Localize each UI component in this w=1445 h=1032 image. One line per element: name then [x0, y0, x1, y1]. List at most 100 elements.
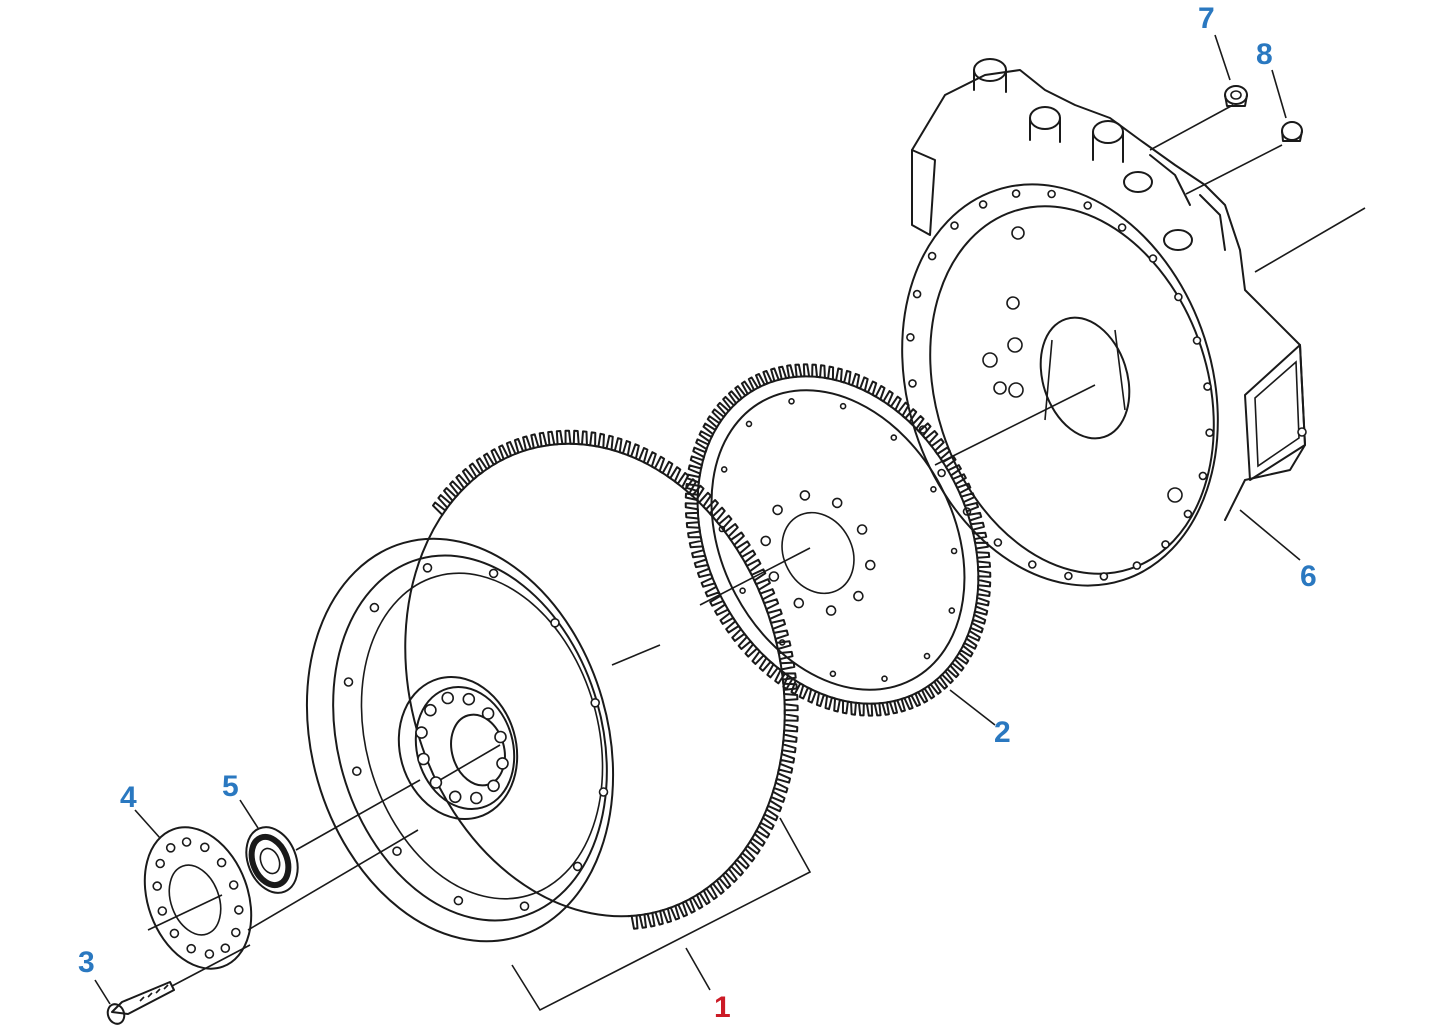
- housing-rim-bolt-holes: [906, 189, 1214, 581]
- ring-gear-rim-hole: [930, 485, 937, 493]
- ring-gear-bolt-holes: [760, 490, 876, 616]
- retainer-plate-hole: [186, 943, 196, 954]
- leader-lines: [94, 34, 1301, 1005]
- housing-rim-hole: [1028, 560, 1037, 569]
- flywheel-hub-hole: [429, 776, 443, 789]
- ring-gear-centre-hole: [760, 535, 772, 547]
- flywheel-face-hole: [392, 846, 402, 857]
- flywheel-bolt: [106, 944, 251, 1025]
- callout-7: 7: [1198, 2, 1215, 35]
- flywheel-face-hole: [351, 766, 362, 777]
- flywheel-hub-hole: [496, 757, 509, 770]
- housing-rim-hole: [918, 425, 928, 434]
- retainer-plate: [143, 826, 419, 970]
- housing-rim-hole: [1183, 509, 1193, 519]
- callout-4: 4: [120, 781, 137, 814]
- ring-gear-rim-hole: [788, 397, 795, 405]
- ring-gear-rim-hole: [881, 675, 888, 683]
- retainer-plate-hole: [220, 943, 231, 954]
- ring-gear-rim-hole: [745, 420, 753, 428]
- flywheel-face-hole: [453, 895, 464, 906]
- flywheel-hub-hole: [487, 779, 500, 793]
- ring-gear-centre-hole: [799, 490, 811, 501]
- pilot-bearing: [245, 779, 421, 894]
- ring-gear: [684, 363, 992, 717]
- ring-gear-centre-hole: [864, 559, 876, 571]
- flywheel-face-hole: [519, 901, 530, 912]
- flywheel-hub-hole: [448, 790, 462, 804]
- retainer-plate-hole: [204, 949, 215, 959]
- ring-gear-rim-holes: [718, 397, 958, 683]
- retainer-plate-hole: [165, 842, 176, 853]
- retainer-plate-hole: [155, 858, 165, 869]
- retainer-plate-holes: [152, 837, 244, 959]
- ring-gear-centre-hole: [793, 597, 805, 609]
- flywheel-hub-hole: [424, 703, 437, 717]
- ring-gear-rim-hole: [890, 434, 898, 441]
- retainer-plate-hole: [169, 928, 180, 939]
- flywheel-hub-hole: [481, 707, 495, 720]
- housing-rim-hole: [1117, 223, 1127, 232]
- flywheel-hub-hole: [469, 791, 483, 805]
- ring-gear-centre-hole: [768, 571, 780, 582]
- ring-gear-rim-hole: [720, 466, 728, 473]
- flywheel-hub-hole: [494, 730, 507, 744]
- ring-gear-rim-hole: [923, 652, 931, 660]
- housing-rim-hole: [1083, 201, 1092, 210]
- housing-rim-hole: [937, 468, 946, 478]
- flywheel-hub-hole: [417, 752, 430, 766]
- retainer-plate-hole: [216, 857, 227, 868]
- ring-gear-rim-hole: [739, 587, 746, 595]
- housing-rim-hole: [1132, 561, 1142, 570]
- flywheel-face-hole: [598, 787, 609, 797]
- ring-gear-rim-hole: [950, 547, 958, 555]
- flywheel-hub-hole: [415, 726, 428, 739]
- flywheel-face-hole: [343, 677, 354, 687]
- retainer-plate-hole: [157, 906, 168, 916]
- hex-nut: [1224, 85, 1248, 107]
- retainer-plate-hole: [231, 927, 241, 938]
- flywheel-face-hole: [369, 602, 380, 613]
- flywheel-face-hole: [422, 562, 433, 573]
- ring-gear-centre-hole: [831, 497, 843, 509]
- callout-3: 3: [78, 946, 95, 979]
- ring-gear-centre-hole: [856, 524, 868, 535]
- housing-bolt: [1281, 121, 1303, 142]
- housing-rim-hole: [1064, 571, 1073, 581]
- housing-rim-hole: [950, 221, 959, 230]
- flywheel: [305, 384, 1096, 943]
- flywheel-hub-hole: [462, 692, 476, 706]
- retainer-plate-hole: [181, 837, 192, 847]
- retainer-plate-hole: [228, 880, 239, 890]
- flywheel-face-hole: [572, 861, 583, 872]
- flywheel-face-hole: [590, 697, 601, 708]
- ring-gear-rim-hole: [839, 402, 847, 410]
- flywheel-hub-holes: [415, 691, 509, 805]
- ring-gear-rim-hole: [948, 607, 956, 614]
- flywheel-housing: [901, 58, 1366, 587]
- housing-rim-hole: [993, 538, 1003, 547]
- ring-gear-rim-hole: [829, 670, 837, 678]
- flywheel-face-hole: [488, 568, 499, 579]
- callout-8: 8: [1256, 38, 1273, 71]
- retainer-plate-hole: [200, 842, 210, 853]
- housing-rim-hole: [1174, 292, 1183, 302]
- retainer-plate-hole: [152, 881, 162, 891]
- housing-rim-hole: [927, 251, 937, 261]
- flywheel-assembly-bracket: [511, 817, 812, 1012]
- housing-rim-hole: [978, 200, 988, 209]
- housing-rim-hole: [1198, 471, 1208, 481]
- housing-rim-hole: [1011, 189, 1021, 198]
- housing-rim-hole: [1047, 189, 1056, 199]
- housing-rim-hole: [1161, 540, 1170, 549]
- flywheel-face-hole: [550, 617, 560, 628]
- callout-1: 1: [714, 991, 731, 1024]
- retainer-plate-hole: [234, 905, 244, 915]
- flywheel-face-holes: [343, 562, 609, 912]
- housing-rim-hole: [912, 289, 922, 299]
- flywheel-hub-hole: [441, 691, 455, 705]
- housing-rim-hole: [1099, 572, 1109, 581]
- housing-rim-hole: [1203, 382, 1212, 391]
- housing-rim-hole: [1192, 336, 1202, 345]
